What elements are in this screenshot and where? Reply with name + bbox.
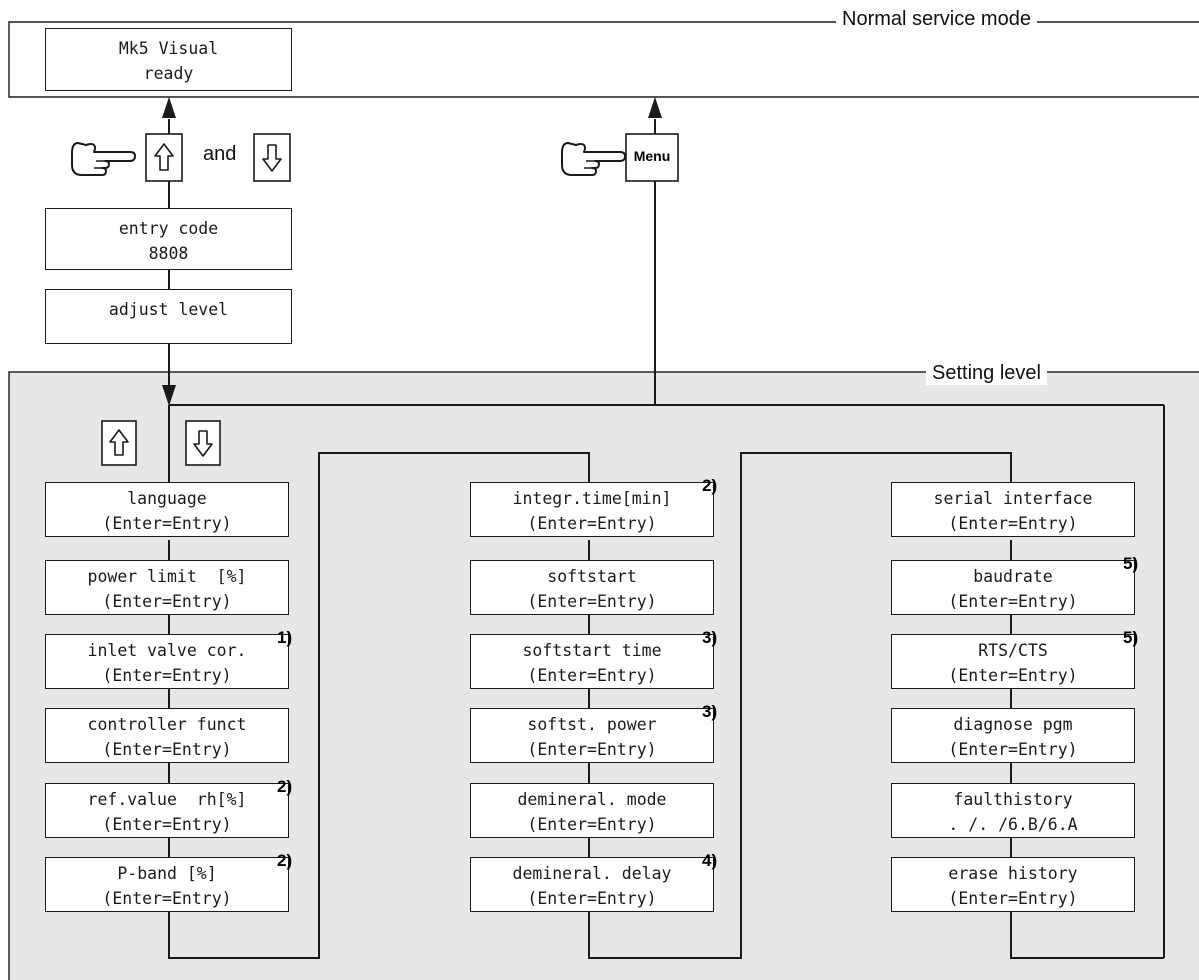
- footnote-marker: 5): [1123, 628, 1139, 647]
- menu-key-label: Menu: [633, 148, 671, 164]
- down-key-icon: [253, 133, 291, 182]
- menu-item-display: P-band [%] (Enter=Entry): [45, 857, 289, 912]
- menu-item-hint: (Enter=Entry): [102, 666, 232, 685]
- down-key-icon: [185, 420, 221, 466]
- menu-item-hint: (Enter=Entry): [102, 815, 232, 834]
- menu-item-label: inlet valve cor.: [87, 641, 247, 660]
- footnote-marker: 2): [277, 851, 293, 870]
- menu-item-hint: (Enter=Entry): [948, 740, 1078, 759]
- menu-item-display: power limit [%] (Enter=Entry): [45, 560, 289, 615]
- menu-item-hint: . /. /6.B/6.A: [948, 815, 1078, 834]
- menu-item-hint: (Enter=Entry): [102, 889, 232, 908]
- menu-item-label: language: [127, 489, 207, 508]
- menu-item-hint: (Enter=Entry): [527, 666, 657, 685]
- menu-item-hint: (Enter=Entry): [527, 592, 657, 611]
- footnote-marker: 4): [702, 851, 718, 870]
- footnote-marker: 3): [702, 628, 718, 647]
- menu-item-display: diagnose pgm (Enter=Entry): [891, 708, 1135, 763]
- menu-item-label: faulthistory: [953, 790, 1073, 809]
- menu-key: [625, 133, 679, 182]
- and-label: and: [203, 143, 237, 165]
- menu-item-hint: (Enter=Entry): [102, 514, 232, 533]
- arrow-up-from-menu: [648, 97, 662, 118]
- menu-item-label: serial interface: [933, 489, 1093, 508]
- display-line-2: [46, 322, 291, 347]
- arrow-up-to-ready: [162, 97, 176, 118]
- menu-item-display: integr.time[min] (Enter=Entry): [470, 482, 714, 537]
- up-key-icon: [145, 133, 183, 182]
- menu-item-label: erase history: [948, 864, 1078, 883]
- menu-item-display: demineral. mode (Enter=Entry): [470, 783, 714, 838]
- menu-item-display: inlet valve cor. (Enter=Entry): [45, 634, 289, 689]
- menu-item-label: P-band [%]: [117, 864, 217, 883]
- menu-item-label: softstart time: [522, 641, 662, 660]
- menu-item-hint: (Enter=Entry): [948, 514, 1078, 533]
- menu-item-label: diagnose pgm: [953, 715, 1073, 734]
- normal-service-frame: [8, 21, 1199, 98]
- menu-item-label: power limit [%]: [87, 567, 247, 586]
- menu-item-hint: (Enter=Entry): [948, 889, 1078, 908]
- menu-item-label: integr.time[min]: [512, 489, 672, 508]
- footnote-marker: 5): [1123, 554, 1139, 573]
- up-key-icon: [101, 420, 137, 466]
- normal-service-mode-label: Normal service mode: [836, 8, 1037, 31]
- menu-item-display: demineral. delay (Enter=Entry): [470, 857, 714, 912]
- menu-item-label: ref.value rh[%]: [87, 790, 247, 809]
- menu-item-display: ref.value rh[%] (Enter=Entry): [45, 783, 289, 838]
- menu-item-label: RTS/CTS: [978, 641, 1048, 660]
- menu-item-hint: (Enter=Entry): [948, 592, 1078, 611]
- pointing-hand-icon: [71, 142, 136, 176]
- menu-item-display: softst. power (Enter=Entry): [470, 708, 714, 763]
- footnote-marker: 2): [702, 476, 718, 495]
- menu-item-label: controller funct: [87, 715, 247, 734]
- menu-item-display: baudrate (Enter=Entry): [891, 560, 1135, 615]
- menu-item-hint: (Enter=Entry): [527, 514, 657, 533]
- menu-item-label: demineral. delay: [512, 864, 672, 883]
- menu-item-hint: (Enter=Entry): [102, 740, 232, 759]
- footnote-marker: 2): [277, 777, 293, 796]
- menu-item-hint: (Enter=Entry): [948, 666, 1078, 685]
- setting-level-label: Setting level: [926, 362, 1047, 385]
- display-line-1: adjust level: [108, 300, 229, 319]
- menu-item-hint: (Enter=Entry): [102, 592, 232, 611]
- display-adjust-level: adjust level: [45, 289, 292, 344]
- menu-item-display: language (Enter=Entry): [45, 482, 289, 537]
- menu-item-display: RTS/CTS (Enter=Entry): [891, 634, 1135, 689]
- display-line-1: Mk5 Visual: [118, 39, 219, 58]
- display-line-2: ready: [143, 64, 194, 83]
- menu-item-label: softst. power: [527, 715, 657, 734]
- footnote-marker: 1): [277, 628, 293, 647]
- arrow-down-into-setting-level: [162, 385, 176, 406]
- menu-item-hint: (Enter=Entry): [527, 815, 657, 834]
- menu-item-display: faulthistory . /. /6.B/6.A: [891, 783, 1135, 838]
- menu-item-display: softstart time (Enter=Entry): [470, 634, 714, 689]
- menu-item-display: controller funct (Enter=Entry): [45, 708, 289, 763]
- menu-item-hint: (Enter=Entry): [527, 889, 657, 908]
- pointing-hand-icon: [561, 142, 626, 176]
- menu-item-hint: (Enter=Entry): [527, 740, 657, 759]
- menu-item-display: serial interface (Enter=Entry): [891, 482, 1135, 537]
- menu-item-label: softstart: [547, 567, 637, 586]
- display-line-2: 8808: [148, 244, 189, 263]
- display-entry-code: entry code 8808: [45, 208, 292, 270]
- menu-item-display: erase history (Enter=Entry): [891, 857, 1135, 912]
- display-mk5-ready: Mk5 Visual ready: [45, 28, 292, 91]
- footnote-marker: 3): [702, 702, 718, 721]
- menu-item-label: demineral. mode: [517, 790, 667, 809]
- display-line-1: entry code: [118, 219, 219, 238]
- menu-item-label: baudrate: [973, 567, 1053, 586]
- menu-item-display: softstart (Enter=Entry): [470, 560, 714, 615]
